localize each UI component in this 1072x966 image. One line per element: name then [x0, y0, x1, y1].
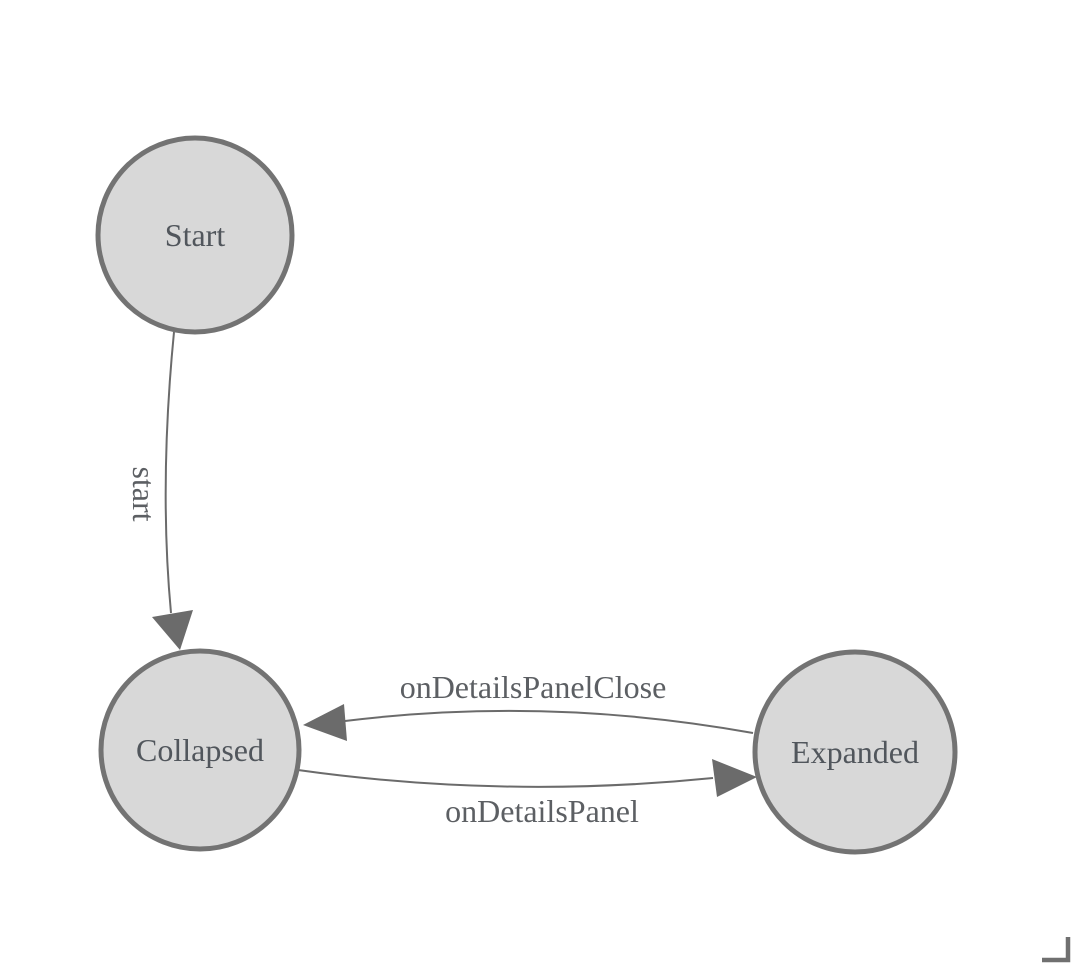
- state-circle-expanded[interactable]: [752, 649, 958, 855]
- state-circle-start[interactable]: [95, 135, 295, 335]
- arrowhead-icon: [712, 759, 757, 797]
- transition-label-ondetailspanelclose: onDetailsPanelClose: [400, 669, 667, 705]
- state-label-collapsed: Collapsed: [136, 732, 264, 768]
- state-label-start: Start: [165, 217, 226, 253]
- state-node-start[interactable]: Start: [95, 135, 295, 335]
- state-label-expanded: Expanded: [791, 734, 919, 770]
- transition-edge: [297, 769, 714, 788]
- transition-start-to-collapsed: start: [126, 331, 193, 650]
- state-circle-collapsed[interactable]: [98, 648, 302, 852]
- transition-label-ondetailspanel: onDetailsPanel: [445, 793, 639, 829]
- arrowhead-icon: [303, 704, 347, 741]
- transition-label-start: start: [126, 466, 162, 521]
- state-node-collapsed[interactable]: Collapsed: [98, 648, 302, 852]
- transition-edge: [164, 331, 175, 614]
- transition-expanded-to-collapsed: onDetailsPanelClose: [303, 669, 754, 741]
- resize-corner-icon[interactable]: [1042, 937, 1071, 963]
- arrowhead-icon: [152, 610, 193, 650]
- transition-edge: [344, 709, 754, 734]
- transition-collapsed-to-expanded: onDetailsPanel: [297, 759, 757, 829]
- state-node-expanded[interactable]: Expanded: [752, 649, 958, 855]
